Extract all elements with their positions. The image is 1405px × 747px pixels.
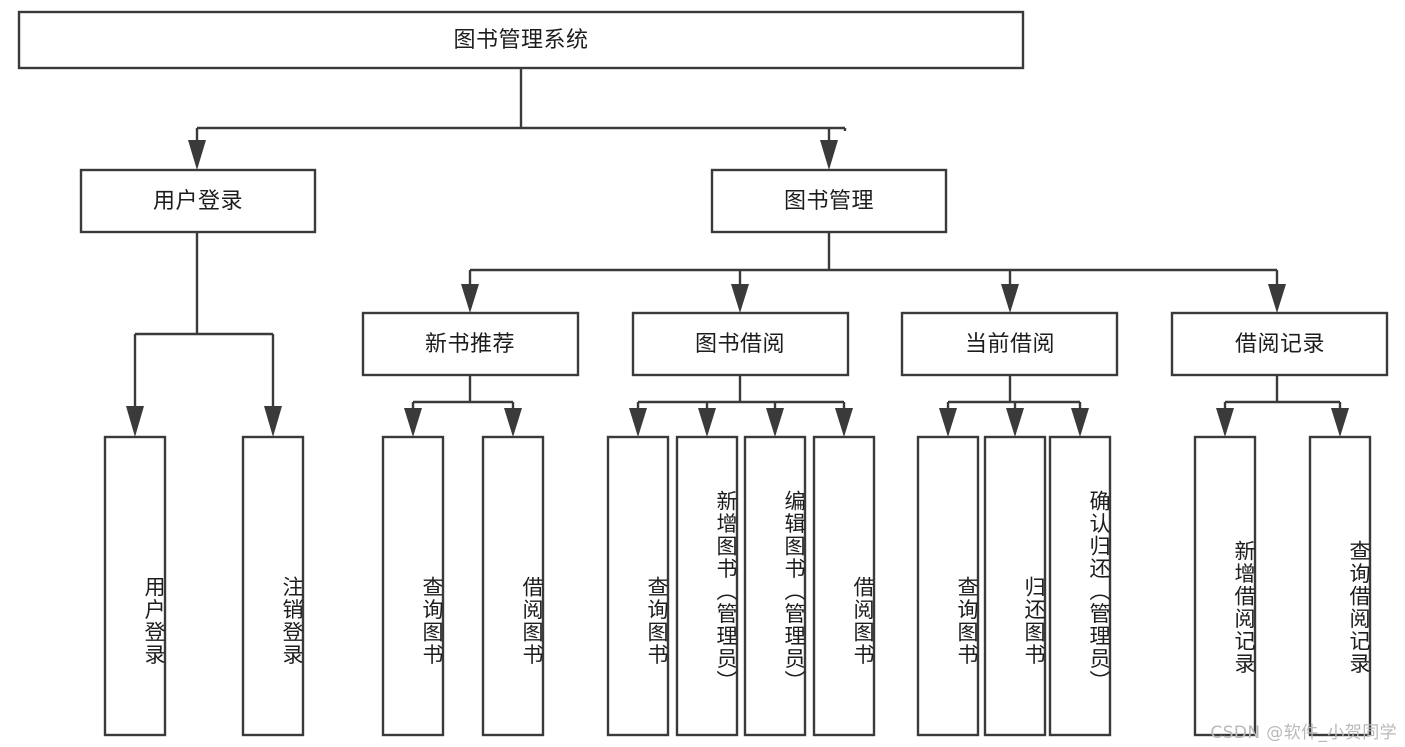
node-login[interactable]: 用户登录 (79, 168, 317, 234)
arrow-head-leaf-current-2 (1006, 408, 1024, 437)
arrow-head-leaf-newbook-2 (504, 408, 522, 437)
node-newbook-box[interactable] (361, 311, 580, 377)
arrow-head-to-current (1001, 284, 1019, 313)
node-bookmgmt-box[interactable] (710, 168, 948, 234)
arrow-head-to-borrow (731, 284, 749, 313)
arrow-head-leaf-current-3 (1071, 408, 1089, 437)
node-leaf-borrow-2-box[interactable] (675, 435, 739, 737)
arrow-head-to-newbook (461, 284, 479, 313)
node-leaf-records-1-box[interactable] (1193, 435, 1257, 737)
node-leaf-current-3-box[interactable] (1048, 435, 1112, 737)
arrow-head-leaf-borrow-2 (698, 408, 716, 437)
node-borrow-label: 图书借阅 (695, 332, 785, 357)
connector-group-current-to-leaves (939, 375, 1089, 437)
connector-group-newbook-to-leaves (404, 375, 522, 437)
node-leaf-newbook-2-box[interactable] (481, 435, 545, 737)
arrow-head-leaf-login-2 (264, 406, 282, 437)
node-records-label: 借阅记录 (1235, 332, 1325, 357)
node-leaf-current-2-box[interactable] (983, 435, 1047, 737)
connector-group-bookmgmt-to-level3 (461, 232, 1286, 313)
arrow-head-leaf-borrow-3 (766, 408, 784, 437)
node-bookmgmt[interactable]: 图书管理 (710, 168, 948, 234)
node-leaf-records-2-box[interactable] (1308, 435, 1372, 737)
arrow-head-leaf-records-2 (1331, 408, 1349, 437)
node-login-label: 用户登录 (153, 189, 243, 214)
node-root-label: 图书管理系统 (453, 28, 588, 53)
connector-group-borrow-to-leaves (629, 375, 853, 437)
node-leaf-login-2-box[interactable] (241, 435, 305, 737)
node-login-box[interactable] (79, 168, 317, 234)
node-bookmgmt-label: 图书管理 (784, 189, 874, 214)
arrow-head-to-records (1268, 284, 1286, 313)
node-leaf-borrow-1-box[interactable] (606, 435, 670, 737)
arrow-head-leaf-current-1 (939, 408, 957, 437)
csdn-watermark: CSDN @软件_小贺同学 (1210, 723, 1397, 743)
node-newbook[interactable]: 新书推荐 (361, 311, 580, 377)
arrow-head-leaf-borrow-4 (835, 408, 853, 437)
node-records-box[interactable] (1170, 311, 1389, 377)
node-current-box[interactable] (900, 311, 1119, 377)
arrow-head-to-bookmgmt (820, 140, 838, 170)
node-borrow-box[interactable] (631, 311, 850, 377)
connector-group-root-to-level2 (188, 68, 847, 170)
node-current[interactable]: 当前借阅 (900, 311, 1119, 377)
connector-group-login-to-leaves (126, 232, 282, 437)
arrow-head-leaf-login-1 (126, 406, 144, 437)
node-current-label: 当前借阅 (965, 332, 1055, 357)
node-newbook-label: 新书推荐 (425, 332, 515, 357)
node-leaf-current-1-box[interactable] (916, 435, 980, 737)
connector-group-records-to-leaves (1216, 375, 1349, 437)
node-leaf-newbook-1-box[interactable] (381, 435, 445, 737)
node-leaf-login-1-box[interactable] (103, 435, 167, 737)
arrow-head-leaf-newbook-1 (404, 408, 422, 437)
node-records[interactable]: 借阅记录 (1170, 311, 1389, 377)
node-root-box[interactable] (17, 10, 1025, 70)
arrow-head-to-login (188, 140, 206, 170)
node-borrow[interactable]: 图书借阅 (631, 311, 850, 377)
node-leaf-borrow-4-box[interactable] (812, 435, 876, 737)
arrow-head-leaf-records-1 (1216, 408, 1234, 437)
node-root[interactable]: 图书管理系统 (17, 10, 1025, 70)
node-leaf-borrow-3-box[interactable] (743, 435, 807, 737)
arrow-head-leaf-borrow-1 (629, 408, 647, 437)
